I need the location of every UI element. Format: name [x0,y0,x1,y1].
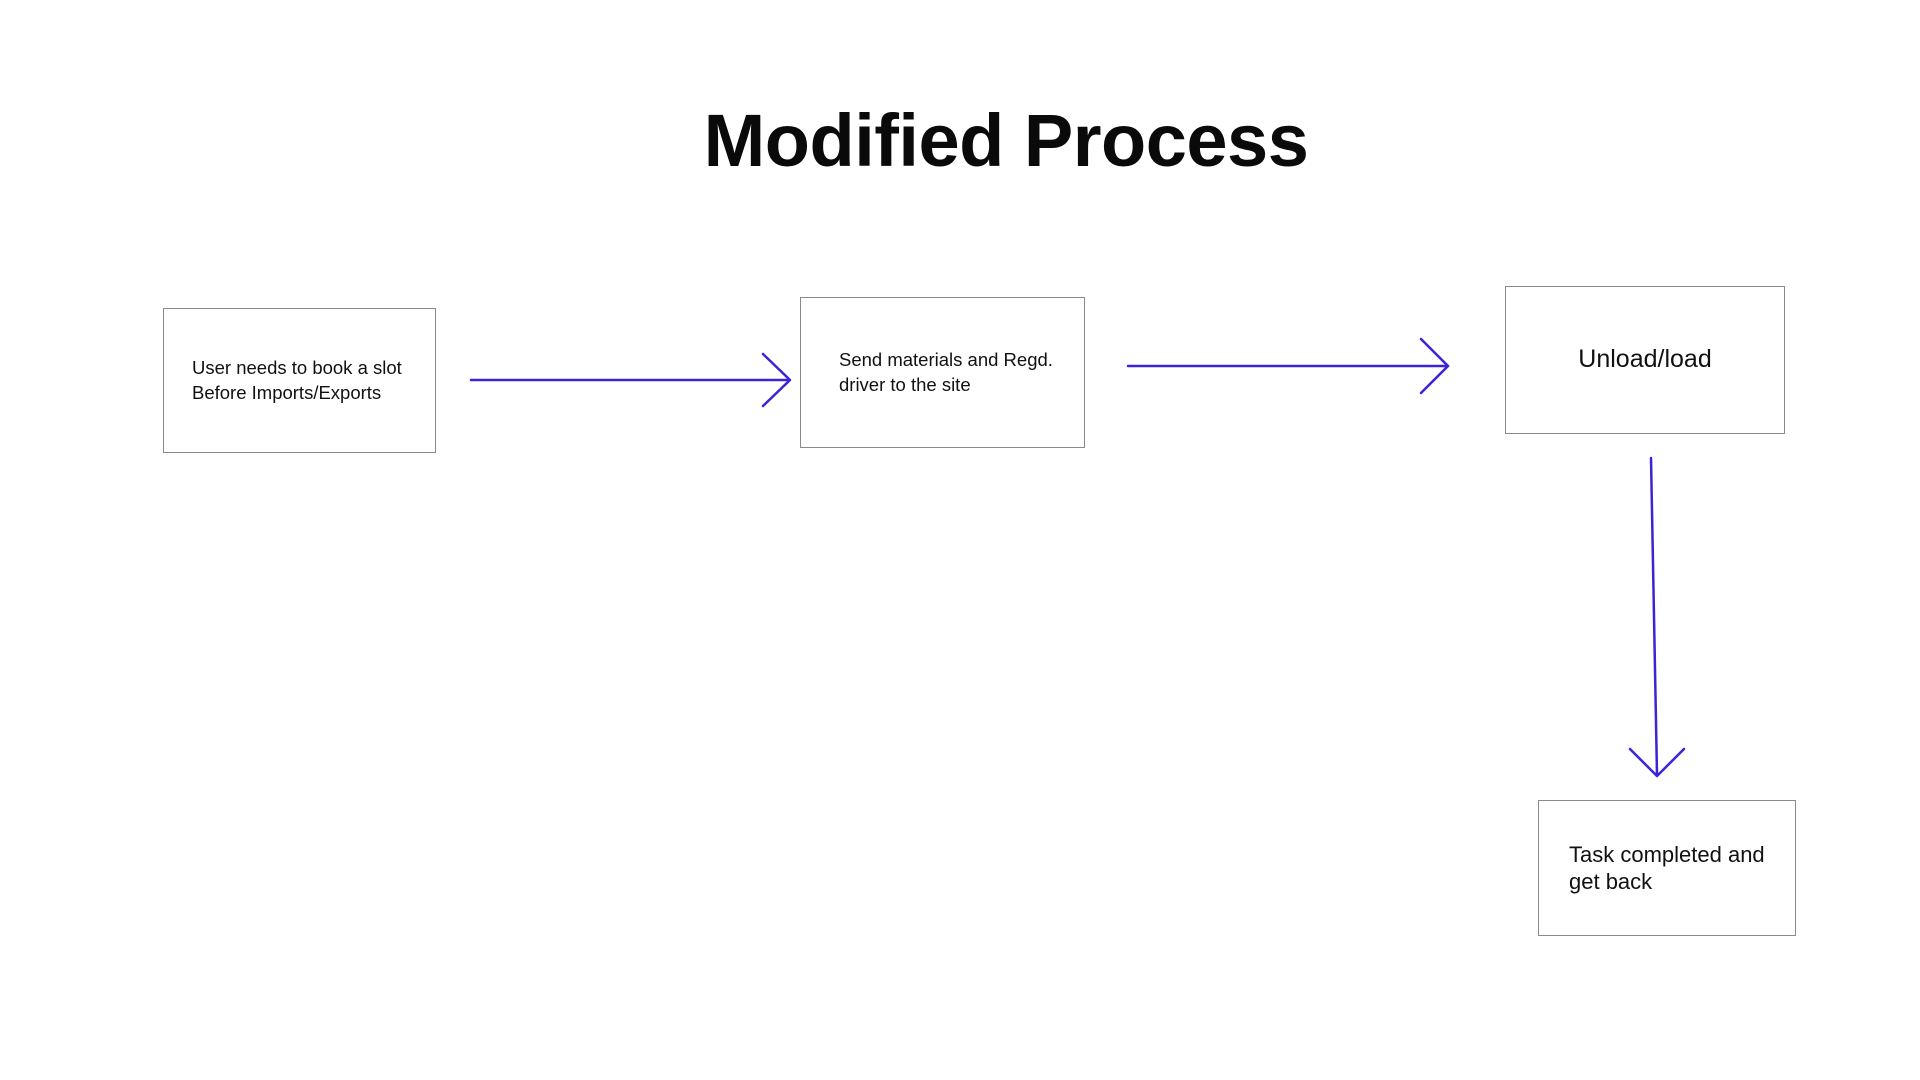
diagram-title: Modified Process [703,99,1309,182]
arrow-step3-to-step4 [1628,456,1686,778]
step-label: Send materials and Regd.driver to the si… [839,348,1053,395]
process-step-unload-load: Unload/load [1505,286,1785,434]
arrow-step1-to-step2 [469,352,792,408]
step-label: Unload/load [1578,345,1712,374]
process-step-send-materials: Send materials and Regd.driver to the si… [800,297,1085,448]
arrow-step2-to-step3 [1126,337,1450,395]
